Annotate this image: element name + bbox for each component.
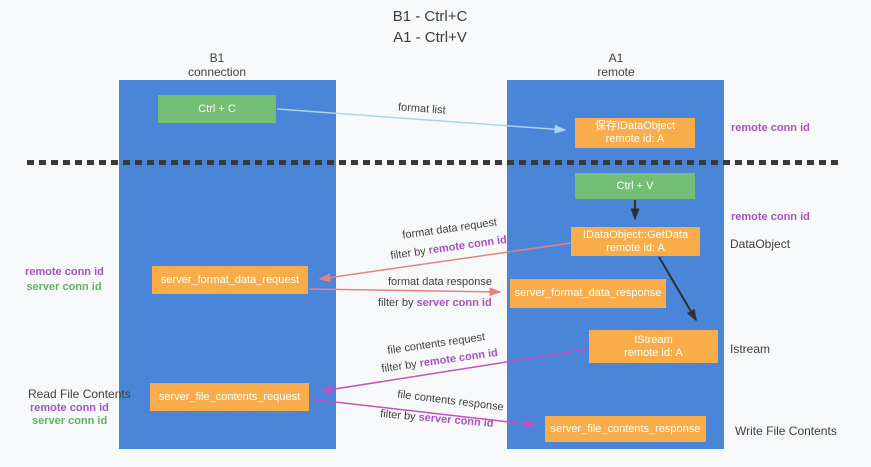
dashed-separator	[27, 160, 838, 165]
lane-a1-name: A1	[608, 51, 624, 65]
diagram-title: B1 - Ctrl+C A1 - Ctrl+V	[0, 6, 860, 48]
getdata-line1: IDataObject::GetData	[582, 228, 689, 241]
server-file-contents-response-label: server_file_contents_response	[550, 422, 701, 435]
server-format-data-response-box: server_format_data_response	[510, 279, 666, 308]
server-file-contents-response-box: server_file_contents_response	[545, 416, 706, 442]
arrow-format-data-response	[308, 287, 502, 297]
ctrl-c-box: Ctrl + C	[158, 95, 276, 123]
lane-b1-role: connection	[187, 65, 247, 79]
title-line-b1: B1 - Ctrl+C	[392, 8, 468, 25]
server-format-data-request-label: server_format_data_request	[160, 273, 300, 286]
remote-conn-id-label-left: remote conn id	[25, 266, 104, 278]
dataobject-label: DataObject	[730, 237, 791, 251]
file-contents-response-label: file contents response	[396, 388, 505, 414]
format-list-label: format list	[397, 101, 447, 117]
ctrl-c-label: Ctrl + C	[198, 102, 236, 115]
server-conn-id-key: server conn id	[416, 297, 492, 309]
filter-by-text: filter by	[389, 245, 427, 263]
server-file-contents-request-box: server_file_contents_request	[150, 383, 309, 411]
save-idataobject-line1: 保存IDataObject	[594, 120, 676, 132]
write-file-contents-label: Write File Contents	[735, 424, 837, 438]
server-conn-id-label-bottom-left: server conn id	[32, 415, 108, 427]
lane-header-b1: B1 connection	[117, 51, 317, 79]
istream-line2: remote id: A	[624, 346, 683, 359]
filter-by-text: filter by	[378, 297, 414, 309]
remote-conn-id-key: remote conn id	[427, 233, 508, 257]
istream-box: IStream remote id: A	[589, 330, 718, 363]
save-idataobject-line2: remote id: A	[605, 133, 665, 145]
idataobject-getdata-box: IDataObject::GetData remote id: A	[571, 227, 700, 256]
getdata-line2: remote id: A	[606, 241, 665, 254]
filter-by-text: filter by	[380, 358, 418, 376]
save-idataobject-box: 保存IDataObject remote id: A	[575, 118, 695, 148]
server-format-data-response-label: server_format_data_response	[514, 287, 662, 299]
format-data-response-label: format data response	[388, 276, 492, 288]
remote-conn-id-label-top-right: remote conn id	[731, 122, 810, 134]
server-conn-id-key: server conn id	[418, 411, 494, 430]
server-file-contents-request-label: server_file_contents_request	[158, 390, 301, 403]
remote-conn-id-label-bottom-left: remote conn id	[30, 402, 109, 414]
server-conn-id-label-left: server conn id	[26, 281, 102, 293]
istream-line1: IStream	[634, 333, 673, 346]
remote-conn-id-label-mid-right: remote conn id	[731, 211, 810, 223]
ctrl-v-box: Ctrl + V	[575, 173, 695, 199]
filter-by-text: filter by	[379, 408, 417, 424]
title-line-a1: A1 - Ctrl+V	[393, 29, 467, 46]
lane-b1-name: B1	[209, 51, 225, 65]
lane-header-a1: A1 remote	[516, 51, 716, 79]
lane-a1-role: remote	[597, 65, 635, 79]
read-file-contents-label: Read File Contents	[28, 387, 131, 401]
server-format-data-request-box: server_format_data_request	[152, 266, 308, 294]
istream-side-label: Istream	[730, 342, 771, 356]
ctrl-v-label: Ctrl + V	[616, 179, 654, 192]
